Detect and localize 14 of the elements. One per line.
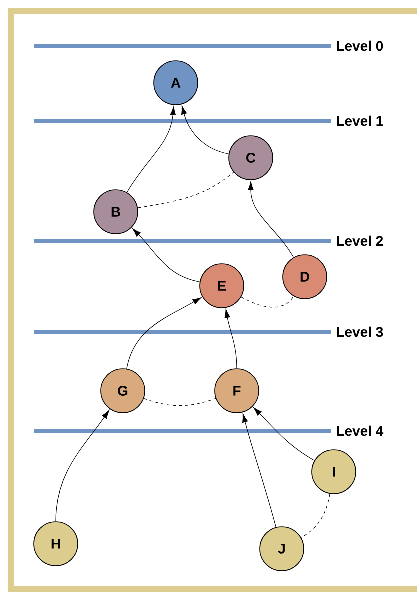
level-label: Level 2 — [337, 236, 384, 246]
arrow — [248, 182, 294, 258]
level-label: Level 4 — [337, 426, 384, 436]
level-label: Level 1 — [337, 116, 384, 126]
level-label: Level 3 — [337, 326, 384, 338]
arrow — [132, 228, 200, 282]
arrow — [182, 106, 230, 154]
arrow — [254, 408, 315, 462]
arrow — [242, 414, 276, 528]
arrow — [56, 410, 110, 522]
level-label: Level 0 — [337, 40, 384, 52]
arrow — [126, 298, 202, 370]
arrow — [224, 309, 238, 369]
arrow — [126, 106, 176, 193]
